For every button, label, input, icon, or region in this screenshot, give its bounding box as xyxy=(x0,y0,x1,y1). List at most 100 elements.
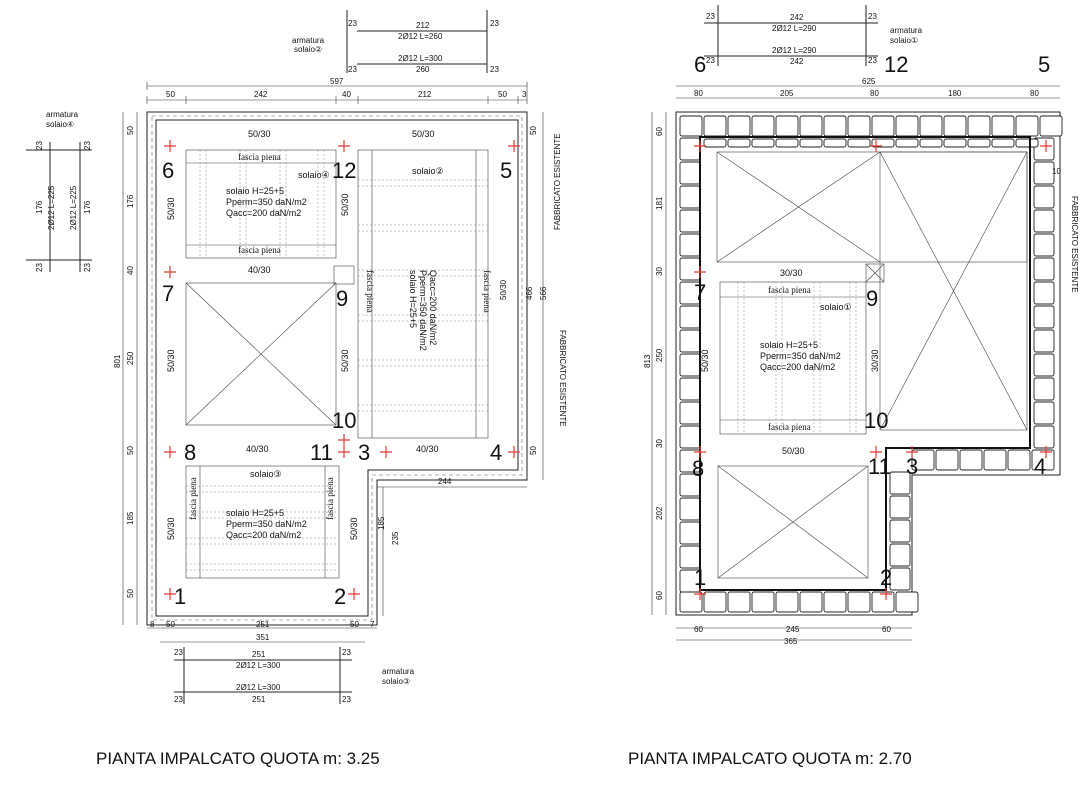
dimension: 60 xyxy=(655,591,664,600)
beam-section-label: 40/30 xyxy=(246,444,269,454)
slab-label: solaio② xyxy=(412,166,444,176)
rebar-length: 212 xyxy=(416,21,430,30)
beam-section-label: 50/30 xyxy=(166,349,176,372)
rebar-spec: 2Ø12 L=300 xyxy=(236,661,281,670)
dimension: 597 xyxy=(330,77,344,86)
solid-band-label: fascia piena xyxy=(768,285,811,295)
masonry-block xyxy=(895,591,919,613)
masonry-block xyxy=(775,138,799,148)
masonry-block xyxy=(1033,137,1055,161)
left-rebar-solaio3 xyxy=(174,647,352,704)
masonry-block xyxy=(751,138,775,148)
masonry-block xyxy=(1033,281,1055,305)
rebar-end: 23 xyxy=(348,19,357,28)
rebar-spec: 2Ø12 L=225 xyxy=(69,185,78,230)
masonry-block xyxy=(679,353,701,377)
node-number: 6 xyxy=(162,158,174,183)
masonry-block xyxy=(895,138,919,148)
masonry-block xyxy=(991,138,1015,148)
dimension: 80 xyxy=(694,89,703,98)
node-number: 7 xyxy=(162,281,174,306)
existing-building-label: FABBRICATO ESISTENTE xyxy=(558,330,567,427)
masonry-block xyxy=(679,329,701,353)
dimension: 7 xyxy=(370,620,375,629)
existing-building-label: FABBRICATO ESISTENTE xyxy=(553,133,562,230)
masonry-block xyxy=(727,591,751,613)
masonry-block xyxy=(823,591,847,613)
slab-spec: Pperm=350 daN/m2 xyxy=(760,351,841,361)
masonry-block xyxy=(799,115,823,137)
masonry-block xyxy=(943,138,967,148)
masonry-block xyxy=(679,377,701,401)
masonry-block xyxy=(799,591,823,613)
rebar-length: 251 xyxy=(252,695,266,704)
beam-section-label: 50/30 xyxy=(412,129,435,139)
rebar-title: armatura xyxy=(382,667,415,676)
beam-section-label: 50/30 xyxy=(248,129,271,139)
rebar-end: 23 xyxy=(342,695,351,704)
dimension: 50 xyxy=(126,446,135,455)
dimension: 50 xyxy=(529,126,538,135)
beam-section-label: 50/30 xyxy=(340,193,350,216)
masonry-block xyxy=(1033,161,1055,185)
rebar-end: 23 xyxy=(706,56,715,65)
masonry-block xyxy=(1033,257,1055,281)
dimension: 3 xyxy=(522,90,527,99)
dimension: 10 xyxy=(1052,167,1061,176)
dimension: 185 xyxy=(126,511,135,525)
masonry-block xyxy=(751,591,775,613)
dimension: 50 xyxy=(166,90,175,99)
masonry-block xyxy=(679,161,701,185)
solid-band-label: fascia piena xyxy=(768,422,811,432)
right-masonry xyxy=(679,115,1063,613)
node-number: 7 xyxy=(694,280,706,305)
rebar-length: 260 xyxy=(416,65,430,74)
solid-band-label: fascia piena xyxy=(238,245,281,255)
dimension: 80 xyxy=(1030,89,1039,98)
masonry-block xyxy=(703,115,727,137)
masonry-block xyxy=(823,115,847,137)
masonry-block xyxy=(679,185,701,209)
rebar-length: 242 xyxy=(790,57,804,66)
rebar-title: armatura xyxy=(292,36,325,45)
masonry-block xyxy=(1015,138,1039,148)
masonry-block xyxy=(991,115,1015,137)
beam-section-label: 50/30 xyxy=(349,517,359,540)
masonry-block xyxy=(799,138,823,148)
dimension: 60 xyxy=(882,625,891,634)
masonry-block xyxy=(679,209,701,233)
masonry-block xyxy=(889,471,911,495)
beam-section-label: 50/30 xyxy=(782,446,805,456)
existing-building-label: FABBRICATO ESISTENTE xyxy=(1070,196,1079,293)
node-number: 5 xyxy=(1038,52,1050,77)
dimension: 50 xyxy=(166,620,175,629)
left-column-markers xyxy=(164,140,520,600)
node-number: 3 xyxy=(358,440,370,465)
masonry-block xyxy=(983,449,1007,471)
dimension: 466 xyxy=(525,286,534,300)
masonry-block xyxy=(679,425,701,449)
rebar-spec: 2Ø12 L=260 xyxy=(398,32,443,41)
beam-section-label: 50/30 xyxy=(700,349,710,372)
masonry-block xyxy=(935,449,959,471)
masonry-block xyxy=(775,115,799,137)
masonry-block xyxy=(1033,329,1055,353)
solid-band-label: fascia piena xyxy=(325,477,335,520)
rebar-end: 23 xyxy=(868,56,877,65)
beam-section-label: 50/30 xyxy=(499,279,508,300)
rebar-end: 23 xyxy=(490,19,499,28)
rebar-spec: 2Ø12 L=300 xyxy=(236,683,281,692)
dimension: 244 xyxy=(438,477,452,486)
beam-section-label: 40/30 xyxy=(248,265,271,275)
rebar-slab: solaio② xyxy=(294,45,322,54)
rebar-end: 23 xyxy=(83,263,92,272)
left-rebar-solaio4 xyxy=(26,142,92,272)
node-number: 9 xyxy=(866,286,878,311)
masonry-block xyxy=(1015,115,1039,137)
dimension: 8 xyxy=(150,620,155,629)
dimension: 813 xyxy=(643,354,652,368)
masonry-block xyxy=(727,138,751,148)
rebar-length: 176 xyxy=(83,200,92,214)
slab-spec: Pperm=350 daN/m2 xyxy=(418,270,428,351)
